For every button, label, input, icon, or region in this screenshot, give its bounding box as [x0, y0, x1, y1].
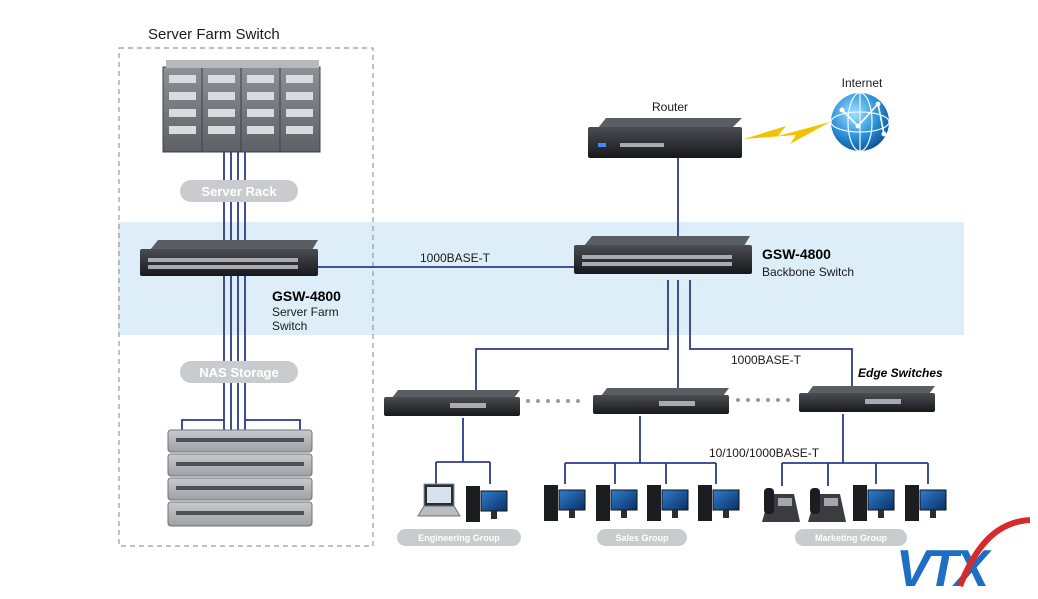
- nas-storage-label: NAS Storage: [199, 365, 278, 380]
- desktop-pc-icon: [544, 485, 586, 521]
- nas-storage-icon: [167, 429, 313, 527]
- desktop-pc-icon: [698, 485, 740, 521]
- desktop-pc-icon: [905, 485, 947, 521]
- nas-storage-pill: NAS Storage: [180, 361, 298, 383]
- farm-switch-icon: [140, 240, 318, 276]
- desktop-pc-icon: [853, 485, 895, 521]
- farm-switch-desc-line1: Server Farm: [272, 305, 339, 319]
- lightning-link-icon: [744, 122, 830, 144]
- server-farm-box: [118, 47, 374, 547]
- access-link-label: 10/100/1000BASE-T: [709, 446, 820, 460]
- uplink-link-label: 1000BASE-T: [420, 251, 491, 265]
- server-rack-pill: Server Rack: [180, 180, 298, 202]
- vtx-brand-logo: VTX: [896, 517, 1031, 598]
- internet-label: Internet: [842, 76, 883, 90]
- link-backbone-edge-right: [689, 280, 853, 390]
- router-label: Router: [652, 100, 688, 114]
- desktop-pc-icon: [466, 486, 508, 522]
- edge-switch-left-icon: [384, 390, 520, 416]
- link-nas-left: [181, 419, 224, 432]
- marketing-group-label: Marketing Group: [815, 533, 888, 543]
- desktop-pc-icon: [596, 485, 638, 521]
- router-icon: [588, 118, 742, 158]
- sales-group-label: Sales Group: [615, 533, 669, 543]
- marketing-group-pill: Marketing Group: [795, 529, 907, 546]
- edge-switches-label: Edge Switches: [858, 366, 943, 380]
- links: [181, 150, 929, 486]
- link-nas-right: [245, 419, 301, 432]
- backbone-switch-icon: [574, 236, 752, 274]
- internet-globe-icon: [830, 92, 890, 152]
- farm-switch-model: GSW-4800: [272, 288, 341, 304]
- edge-dotted-links: [526, 398, 790, 403]
- edge-link-label: 1000BASE-T: [731, 353, 802, 367]
- server-rack-label: Server Rack: [201, 184, 277, 199]
- sales-group-pill: Sales Group: [597, 529, 687, 546]
- laptop-icon: [417, 483, 461, 517]
- server-rack-icon: [162, 60, 321, 153]
- backbone-switch-desc: Backbone Switch: [762, 265, 854, 279]
- engineering-group-label: Engineering Group: [418, 533, 500, 543]
- edge-switch-mid-icon: [593, 388, 729, 414]
- farm-switch-desc-line2: Switch: [272, 319, 307, 333]
- ip-phone-icon: [762, 488, 800, 522]
- link-backbone-edge-left: [475, 280, 669, 394]
- engineering-group-pill: Engineering Group: [397, 529, 521, 546]
- backbone-switch-model: GSW-4800: [762, 246, 831, 262]
- desktop-pc-icon: [647, 485, 689, 521]
- server-farm-title: Server Farm Switch: [148, 26, 280, 43]
- edge-switch-right-icon: [799, 386, 935, 412]
- ip-phone-icon: [808, 488, 846, 522]
